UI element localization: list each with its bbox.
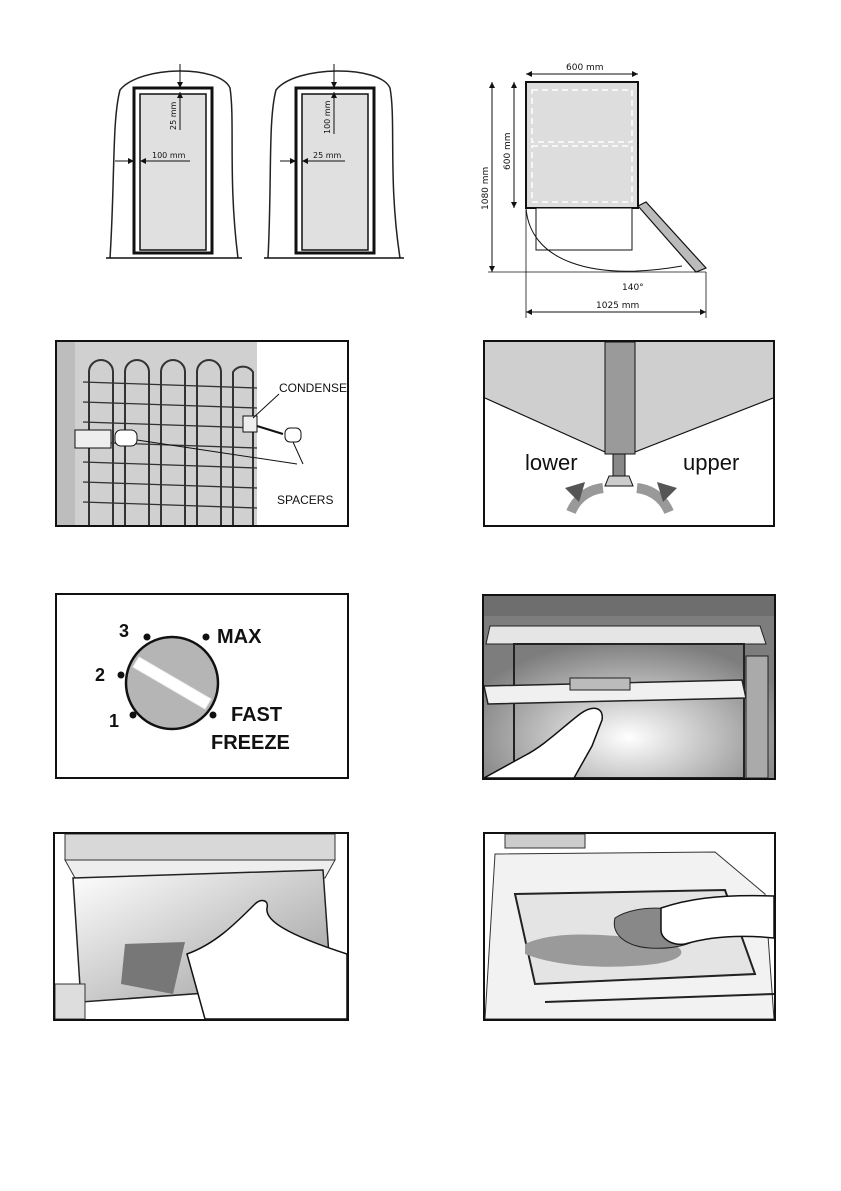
clearance-diagram: 25 mm 100 mm 100 mm 25 mm — [100, 60, 410, 270]
condenser-figure: CONDENSER SPACERS — [55, 340, 349, 527]
freeze-label: FREEZE — [211, 732, 290, 754]
max-label: MAX — [217, 626, 262, 648]
condenser-label: CONDENSER — [279, 381, 347, 395]
left-side-gap-label: 100 mm — [152, 151, 186, 160]
dimension-diagram: 600 mm 600 mm 1080 mm 140° 1025 mm — [470, 60, 720, 322]
dial-position-2: 2 — [95, 665, 105, 685]
dial-position-3: 3 — [119, 621, 129, 641]
left-top-gap-label: 25 mm — [169, 101, 178, 130]
adjustable-foot-figure: lower upper — [483, 340, 775, 527]
right-side-gap-label: 25 mm — [313, 151, 342, 160]
upper-label: upper — [683, 450, 739, 475]
thermostat-dial-figure: 3 2 1 MAX FAST FREEZE — [55, 593, 349, 779]
ice-tray-figure — [482, 594, 776, 780]
drawer-removal-figure — [53, 832, 349, 1021]
door-angle-label: 140° — [622, 283, 644, 293]
lower-label: lower — [525, 450, 578, 475]
spacers-label: SPACERS — [277, 493, 333, 507]
width-label: 600 mm — [566, 63, 604, 73]
fast-label: FAST — [231, 704, 282, 726]
cabinet-height-label: 600 mm — [503, 132, 513, 170]
cleaning-figure — [483, 832, 776, 1021]
depth-label: 1025 mm — [596, 301, 639, 311]
dial-position-1: 1 — [109, 711, 119, 731]
right-top-gap-label: 100 mm — [323, 100, 332, 134]
total-height-label: 1080 mm — [481, 167, 491, 210]
